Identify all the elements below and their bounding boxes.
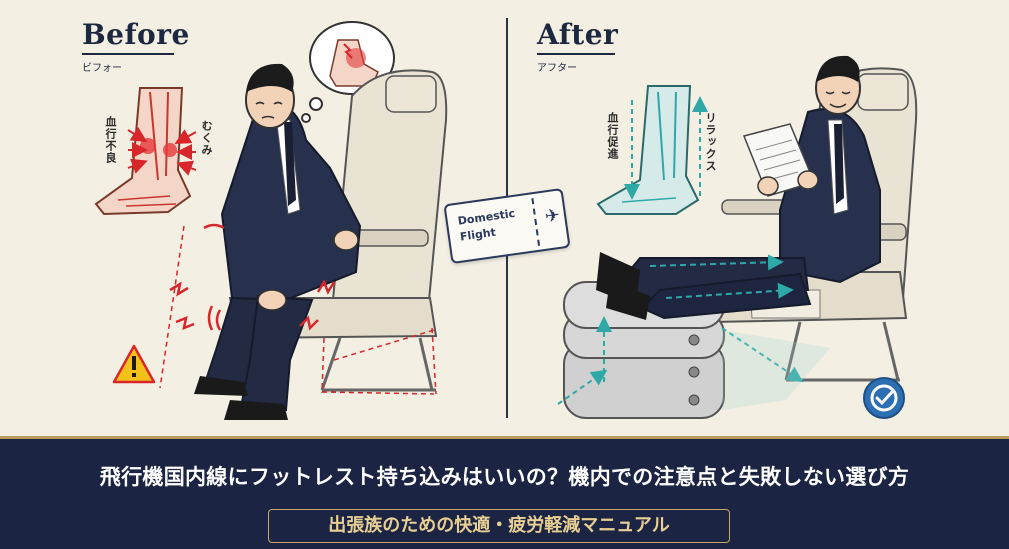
scene-svg [94, 21, 918, 420]
banner-title: 飛行機国内線にフットレスト持ち込みはいいの？機内での注意点と失敗しない選び方 [99, 464, 910, 489]
before-dashed-guides [159, 225, 437, 395]
title-banner: 飛行機国内線にフットレスト持ち込みはいいの？機内での注意点と失敗しない選び方 出… [0, 436, 1009, 549]
after-businessman [596, 55, 881, 320]
after-leg-inset [596, 85, 708, 215]
check-badge-icon [863, 377, 905, 419]
pain-marks [169, 223, 336, 331]
after-title-underline [537, 53, 615, 55]
before-label-circulation: 血行不良 [104, 116, 117, 164]
before-title: Before [82, 18, 190, 51]
before-businessman [194, 63, 362, 420]
airplane-icon: ✈ [543, 204, 562, 228]
banner-subtitle: 出張族のための快適・疲労軽減マニュアル [268, 509, 730, 543]
before-heading: Before ビフォー [82, 18, 190, 74]
before-leg-inset [94, 87, 197, 216]
after-heading: After アフター [537, 18, 619, 74]
after-label-circulation: 血行促進 [606, 112, 619, 160]
thought-bubble [301, 21, 395, 123]
ticket-line2: Flight [459, 225, 497, 244]
after-subtitle: アフター [537, 62, 577, 74]
warning-icon [112, 344, 156, 384]
before-label-swelling: むくみ [200, 120, 213, 156]
ticket-line1: Domestic [456, 206, 516, 228]
before-title-underline [82, 53, 174, 55]
after-label-relax: リラックス [704, 112, 717, 172]
ticket-perforation [531, 198, 541, 246]
after-title: After [537, 18, 619, 51]
before-subtitle: ビフォー [82, 62, 122, 74]
